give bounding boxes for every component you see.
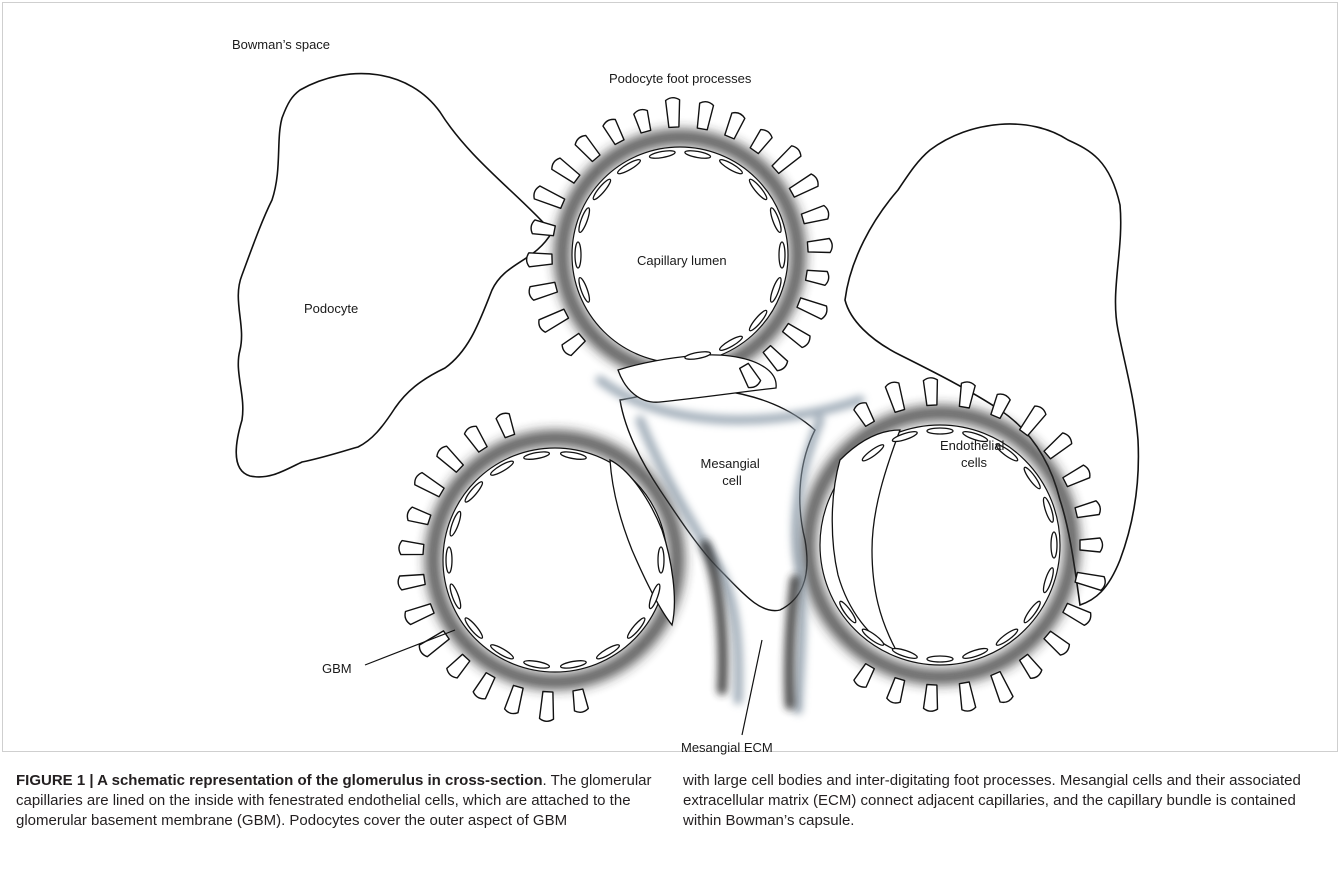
label-bowmans-space: Bowman’s space bbox=[232, 37, 330, 52]
gbm-leader-line bbox=[365, 630, 455, 665]
foot-process bbox=[854, 664, 874, 687]
label-endothelial-line2: cells bbox=[961, 455, 988, 470]
foot-process bbox=[763, 346, 787, 371]
foot-process bbox=[885, 382, 904, 412]
foot-process bbox=[789, 174, 818, 197]
label-endothelial-line1: Endothelial bbox=[940, 438, 1004, 453]
foot-process bbox=[603, 119, 624, 144]
foot-process bbox=[797, 298, 827, 319]
fenestra-dash bbox=[1051, 532, 1057, 558]
fenestra-dash bbox=[658, 547, 664, 573]
foot-process bbox=[505, 685, 523, 713]
foot-process bbox=[465, 426, 488, 452]
foot-process bbox=[807, 239, 832, 253]
foot-process bbox=[1020, 654, 1042, 678]
label-mesangial-cell-line1: Mesangial bbox=[701, 456, 760, 471]
foot-process bbox=[1044, 631, 1069, 655]
foot-process bbox=[783, 324, 810, 348]
foot-process bbox=[697, 102, 713, 130]
foot-process bbox=[437, 446, 463, 472]
label-podocyte: Podocyte bbox=[304, 301, 358, 316]
figure-caption-left: FIGURE 1 | A schematic representation of… bbox=[16, 771, 656, 831]
foot-process bbox=[562, 333, 585, 355]
label-gbm: GBM bbox=[322, 661, 352, 676]
foot-process bbox=[539, 309, 569, 332]
foot-process bbox=[573, 689, 588, 712]
foot-process bbox=[772, 146, 801, 174]
fenestra-dash bbox=[927, 656, 953, 662]
foot-process bbox=[666, 98, 680, 128]
figure-caption-right: with large cell bodies and inter-digitat… bbox=[683, 771, 1333, 831]
foot-process bbox=[575, 136, 600, 162]
foot-process bbox=[959, 682, 975, 711]
foot-process bbox=[750, 130, 772, 154]
label-capillary-lumen: Capillary lumen bbox=[637, 253, 727, 268]
foot-process bbox=[1063, 603, 1091, 625]
foot-process bbox=[854, 403, 874, 426]
label-foot-processes: Podocyte foot processes bbox=[609, 71, 752, 86]
label-mesangial-ecm: Mesangial ECM bbox=[681, 740, 773, 755]
foot-process bbox=[1080, 538, 1103, 552]
foot-process bbox=[725, 113, 745, 139]
foot-process bbox=[496, 413, 514, 437]
glomerulus-diagram: Bowman’s space Podocyte foot processes C… bbox=[0, 0, 1342, 760]
foot-process bbox=[398, 575, 425, 590]
foot-process bbox=[419, 631, 449, 657]
foot-process bbox=[540, 692, 554, 722]
foot-process bbox=[801, 206, 828, 224]
foot-process bbox=[531, 220, 555, 236]
foot-process bbox=[923, 378, 937, 406]
foot-process bbox=[415, 473, 444, 497]
foot-process bbox=[447, 654, 470, 678]
foot-process bbox=[407, 507, 430, 524]
fenestra-dash bbox=[927, 428, 953, 434]
figure-caption-title: FIGURE 1 | A schematic representation of… bbox=[16, 772, 543, 789]
foot-process bbox=[529, 282, 557, 300]
foot-process bbox=[924, 685, 938, 712]
foot-process bbox=[405, 604, 434, 625]
foot-process bbox=[991, 672, 1013, 703]
fenestra-dash bbox=[575, 242, 581, 268]
foot-process bbox=[959, 382, 975, 408]
ecm-leader-line bbox=[742, 640, 762, 735]
foot-process bbox=[473, 673, 495, 699]
foot-process bbox=[552, 158, 580, 183]
foot-process bbox=[534, 186, 565, 208]
foot-process bbox=[806, 270, 829, 285]
label-mesangial-cell-line2: cell bbox=[722, 473, 742, 488]
foot-process bbox=[634, 110, 651, 133]
fenestra-dash bbox=[446, 547, 452, 573]
foot-process bbox=[527, 253, 553, 267]
fenestra-dash bbox=[779, 242, 785, 268]
foot-process bbox=[399, 541, 424, 555]
foot-process bbox=[887, 678, 905, 703]
